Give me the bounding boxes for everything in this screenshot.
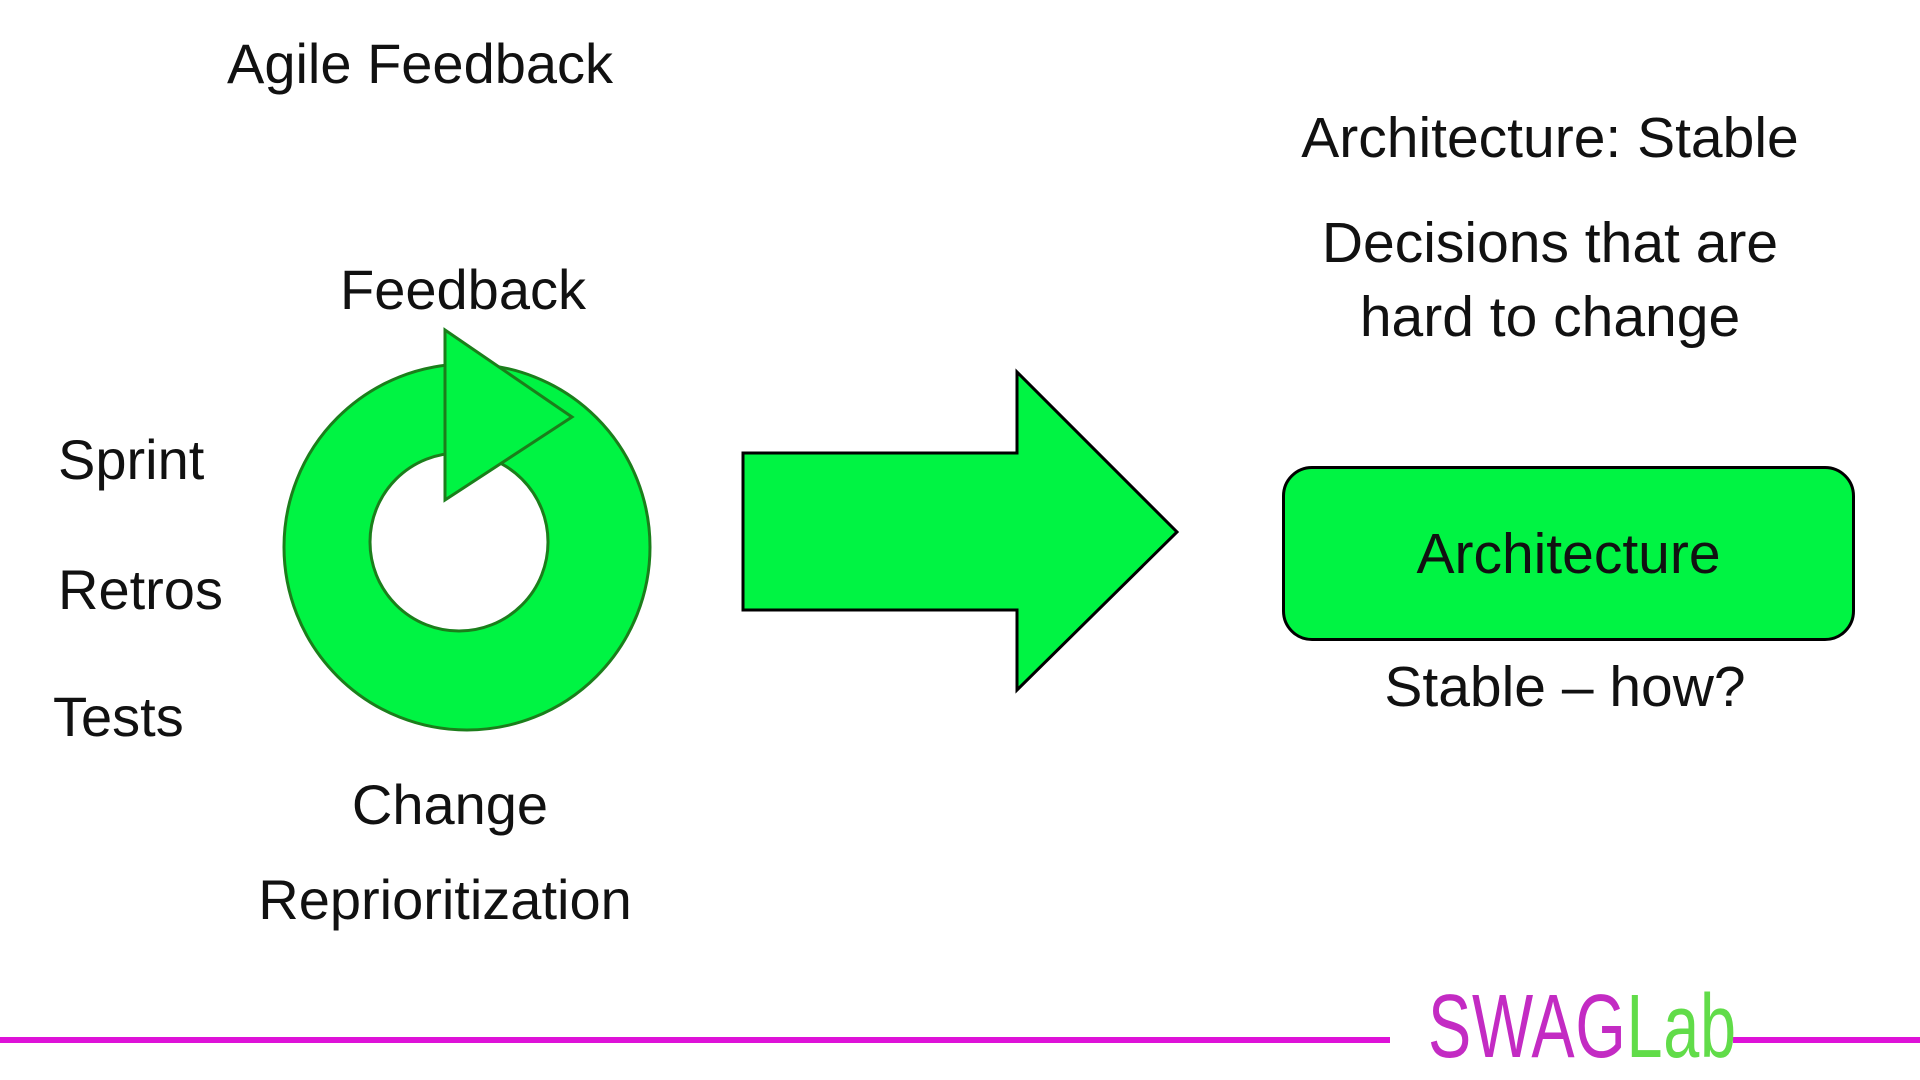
cycle-label-reprioritization: Reprioritization [258,868,632,931]
cycle-label-sprint: Sprint [58,428,205,491]
brand-logo-swag: SWAG [1428,977,1627,1077]
cycle-label-change: Change [351,773,549,836]
right-arrow-icon [741,368,1180,694]
cycle-label-tests: Tests [53,685,184,748]
right-panel-note-line1: Decisions that are [1321,211,1779,275]
cycle-arrowhead-icon [443,327,575,503]
footer-line-left [0,1037,1390,1043]
right-panel-note-line2: hard to change [1359,285,1741,349]
architecture-box-label: Architecture [1416,521,1721,586]
brand-logo-lab: Lab [1626,977,1737,1077]
right-panel-heading: Architecture: Stable [1301,106,1799,170]
right-arrow-shape [741,368,1180,694]
cycle-arrow-shape [282,327,652,732]
brand-logo: SWAGLab [1428,982,1737,1072]
cycle-label-feedback: Feedback [340,258,586,321]
architecture-box: Architecture [1282,466,1855,641]
footer-line-right [1733,1037,1920,1043]
cycle-label-retros: Retros [58,558,223,621]
right-panel-question: Stable – how? [1384,655,1746,719]
slide-title: Agile Feedback [226,32,613,95]
